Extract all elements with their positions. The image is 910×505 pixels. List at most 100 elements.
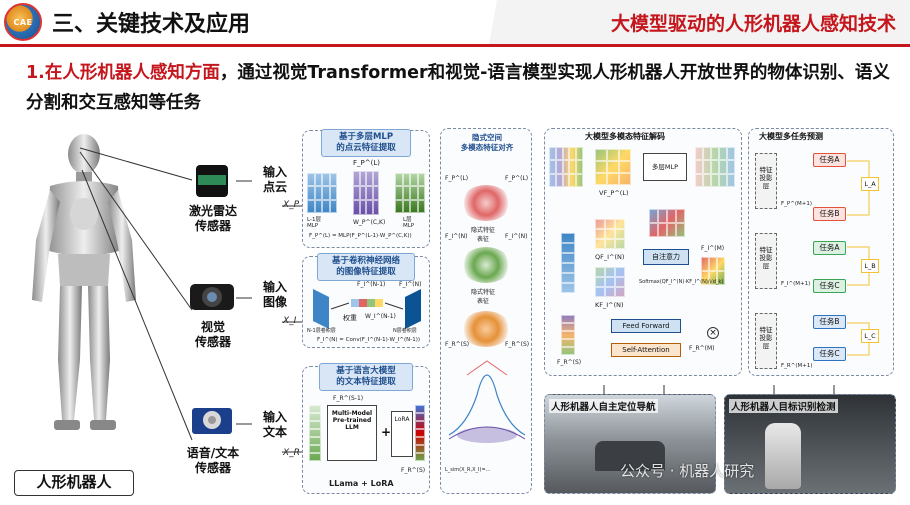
latent-fp-right: F_P^(L) (505, 175, 529, 182)
deck-title: 大模型驱动的人形机器人感知技术 (610, 13, 896, 35)
llm-block: Multi-Model Pre-trained LLM (327, 405, 377, 461)
fr-token-column (561, 315, 575, 355)
latent-cluster-2 (461, 247, 511, 283)
navigation-photo: 人形机器人自主定位导航 (544, 394, 716, 494)
latent-fr-left: F_R^(S) (445, 341, 470, 348)
task-c-2: 任务C (813, 347, 846, 361)
image-feature-panel: 基于卷积神经网络 的图像特征提取 F_I^(N-1) F_I^(N) 权重 W_… (302, 253, 430, 348)
latent-cluster-3 (461, 311, 511, 347)
img-right-layer: N层卷积层 (393, 328, 417, 334)
latent-fr-right: F_R^(S) (505, 341, 530, 348)
text-feature-panel: 基于语言大模型 的文本特征提取 F_R^(S-1) Multi-Model Pr… (302, 363, 430, 494)
input-text-label: 输入 文本 (262, 410, 287, 439)
latent-cluster-1 (461, 185, 511, 221)
multitask-prediction-panel: 大模型多任务预测 特征 投影 层 特征 投影 层 特征 投影 层 F_P^(M+… (748, 128, 894, 376)
img-f-in: F_I^(N-1) (357, 281, 386, 288)
input-image-symbol: X_I (283, 316, 297, 326)
attention-map-cube (649, 209, 685, 237)
loss-c-box: L_C (861, 329, 879, 343)
pc-input-feature-grid (307, 173, 337, 213)
txt-f-top: F_R^(S-1) (333, 395, 364, 402)
navigation-photo-caption: 人形机器人自主定位导航 (549, 399, 658, 413)
pc-mlp-label: L-1层 MLP (307, 217, 321, 229)
loss-b-box: L_B (861, 259, 879, 273)
text-panel-caption: 基于语言大模型 的文本特征提取 (319, 363, 413, 391)
decoder-mlp-block: 多层MLP (643, 153, 687, 181)
input-pointcloud-label: 输入 点云 (262, 165, 287, 194)
ki-feature-cube (595, 267, 625, 297)
multimodal-decoder-panel: 大模型多模态特征解码 VF_P^(L) 多层MLP QF_I^(N) KF_I^… (544, 128, 742, 376)
pc-weight-grid (353, 171, 379, 215)
camera-sensor-icon (190, 284, 234, 310)
header-band (470, 0, 910, 44)
task-b-2: 任务B (813, 315, 846, 329)
camera-sensor-label: 视觉 传感器 (194, 320, 231, 349)
ki-label: KF_I^(N) (595, 301, 624, 309)
fi-m-label: F_I^(M) (701, 245, 725, 252)
fr-label: F_R^(S) (557, 359, 582, 366)
input-image-label: 输入 图像 (262, 280, 287, 309)
img-f-top: F_I^(N) (399, 281, 422, 288)
task-b-1: 任务B (813, 207, 846, 221)
image-panel-caption: 基于卷积神经网络 的图像特征提取 (317, 253, 415, 281)
latent-distribution-surface (448, 360, 526, 443)
latent-blob1-label: 隐式特征 表征 (471, 227, 496, 243)
txt-output-token-column (415, 405, 425, 461)
section-title: 三、关键技术及应用 (52, 12, 251, 37)
input-text-symbol: X_R (283, 448, 300, 458)
fr-m-label: F_R^(M) (689, 345, 715, 352)
self-attention-layer-block: Self-Attention (611, 343, 681, 357)
img-left-layer: N-1层卷积层 (307, 328, 336, 334)
fr-hat-label: F_R^(M+1) (781, 363, 813, 369)
fi-m-feature-cube (701, 257, 725, 285)
vp-label: VF_P^(L) (599, 189, 629, 197)
lora-block: LoRA (391, 411, 413, 457)
decoder-panel-caption: 大模型多模态特征解码 (585, 132, 665, 141)
photo-arrows (544, 382, 896, 395)
img-w-symbol: W_I^(N-1) (365, 313, 396, 320)
vp-feature-cube (595, 149, 631, 185)
latent-fi-right: F_I^(N) (505, 233, 528, 240)
projection-layer-2: 特征 投影 层 (755, 233, 777, 289)
llama-lora-footer: LLama + LoRA (329, 479, 394, 488)
decoder-output-tokens-top (695, 147, 735, 187)
pc-weight-label: W_P^(C,K) (353, 219, 386, 226)
humanoid-robot-figure (32, 134, 136, 430)
pc-mlp2-label: L层 MLP (403, 217, 415, 229)
pc-f-top: F_P^(L) (353, 159, 380, 167)
multiply-node-icon: × (707, 327, 719, 339)
subheading-text: ，通过视觉Transformer和视觉-语言模型实现人形机器人开放世界的物体识别… (26, 63, 890, 113)
self-attention-block: 自注意力 (643, 249, 689, 265)
detection-photo-caption: 人形机器人目标识别检测 (729, 399, 838, 413)
latent-alignment-panel: 隐式空间 多模态特征对齐 F_P^(L) F_P^(L) 隐式特征 表征 F_I… (440, 128, 532, 494)
pc-output-feature-grid (395, 173, 425, 213)
pointcloud-feature-panel: 基于多层MLP 的点云特征提取 F_P^(L) L-1层 MLP L层 MLP … (302, 129, 430, 248)
cnn-layers-graphic (313, 289, 421, 329)
robot-label: 人形机器人 (14, 470, 134, 496)
audio-sensor-label: 语音/文本 传感器 (186, 446, 240, 475)
fp-hat-label: F_P^(M+1) (781, 201, 812, 207)
pc-formula: F_P^(L) = MLP(F_P^(L-1)·W_P^(C,K)) (309, 233, 412, 239)
lidar-sensor-icon (196, 165, 228, 197)
loss-connectors (847, 160, 870, 356)
loss-a-box: L_A (861, 177, 879, 191)
txt-input-token-column (309, 405, 321, 461)
pointcloud-panel-caption: 基于多层MLP 的点云特征提取 (321, 129, 411, 157)
cae-logo: CAE (4, 3, 42, 41)
header-rule (0, 44, 910, 47)
watermark: 公众号 · 机器人研究 (620, 462, 755, 480)
vehicle-silhouette (595, 441, 665, 471)
detection-photo: 人形机器人目标识别检测 (724, 394, 896, 494)
subheading: 1.在人形机器人感知方面，通过视觉Transformer和视觉-语言模型实现人形… (26, 58, 896, 118)
task-c-1: 任务C (813, 279, 846, 293)
img-weight-label: 权重 (343, 314, 357, 322)
subheading-highlight: 1.在人形机器人感知方面 (26, 63, 220, 83)
txt-f-out: F_R^(S) (401, 467, 426, 474)
img-formula: F_I^(N) = Conv(F_I^(N-1)·W_I^(N-1)) (317, 337, 420, 343)
latent-fi-left: F_I^(N) (445, 233, 468, 240)
lidar-sensor-label: 激光雷达 传感器 (188, 204, 237, 233)
decoder-input-tokens-top (549, 147, 583, 187)
fi-token-column (561, 233, 575, 293)
qi-label: QF_I^(N) (595, 253, 625, 261)
feed-forward-block: Feed Forward (611, 319, 681, 333)
